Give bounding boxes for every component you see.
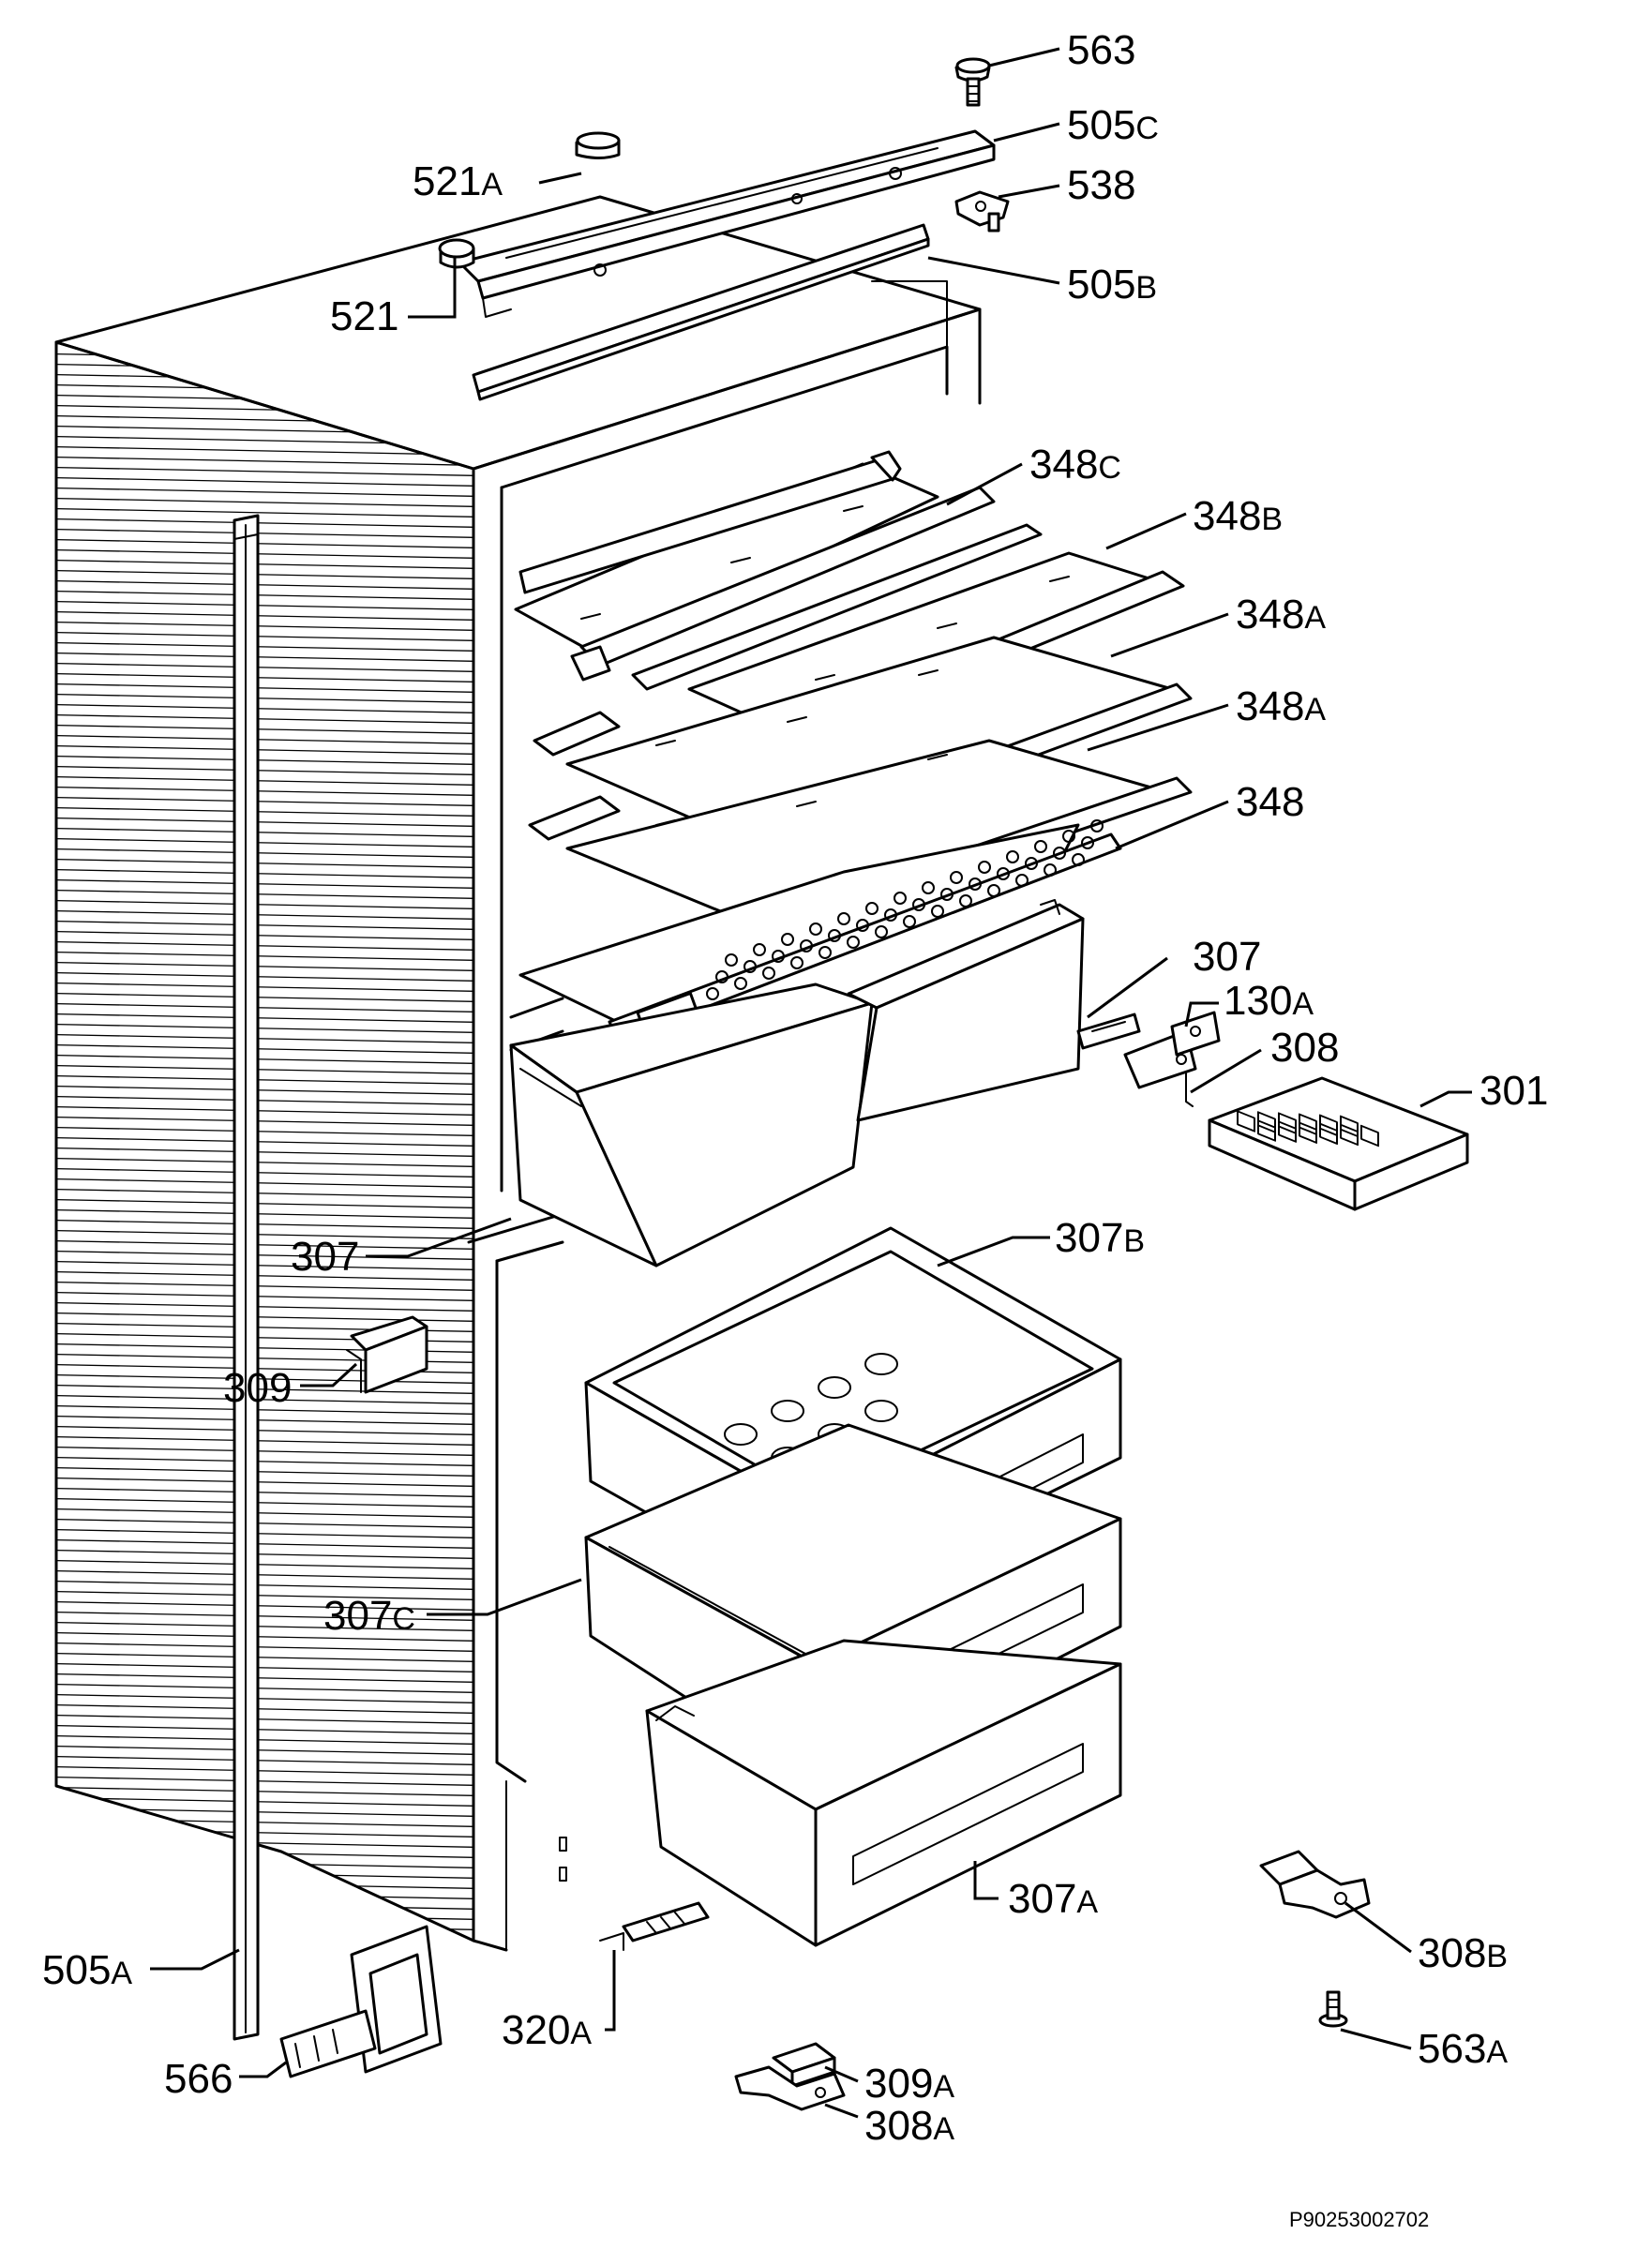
control-panel-dots — [706, 819, 1104, 1000]
part-320a-shape — [599, 1901, 710, 1951]
label-563a: 563A — [1418, 2026, 1508, 2072]
label-348c: 348C — [1029, 442, 1121, 488]
label-538: 538 — [1067, 162, 1135, 208]
part-309-shape — [346, 1315, 428, 1394]
label-566: 566 — [164, 2056, 233, 2102]
shelf-348c — [514, 450, 996, 682]
label-348: 348 — [1236, 779, 1304, 825]
label-307-right: 307 — [1193, 934, 1261, 980]
drawer-307a — [645, 1639, 1122, 1947]
label-307-left: 307 — [291, 1234, 359, 1280]
label-348b: 348B — [1193, 493, 1283, 539]
label-130a: 130A — [1224, 978, 1314, 1024]
part-309a-308a-shape — [734, 2042, 846, 2111]
label-308b: 308B — [1418, 1930, 1508, 1976]
label-505b: 505B — [1067, 262, 1157, 308]
part-538-shape — [954, 190, 1010, 232]
cabinet-side-hatching — [56, 342, 473, 1941]
part-521a-shape — [575, 131, 621, 159]
part-521-shape — [438, 238, 475, 269]
part-505a-shape — [233, 514, 260, 2041]
shelf-348 — [518, 819, 1122, 1042]
part-505b-shape — [472, 223, 948, 401]
part-563a-shape — [1318, 1990, 1348, 2028]
part-labels: 563 505C 521A 538 505B 521 348C 348B 348… — [42, 27, 1548, 2231]
label-505c: 505C — [1067, 102, 1159, 148]
part-566-shape — [279, 1925, 443, 2078]
label-308: 308 — [1270, 1025, 1339, 1071]
label-348a-upper: 348A — [1236, 592, 1326, 638]
label-320a: 320A — [502, 2007, 592, 2053]
freezer-drawers — [584, 1226, 1122, 1947]
label-307a: 307A — [1008, 1876, 1098, 1922]
label-505a: 505A — [42, 1947, 132, 1993]
label-521: 521 — [330, 293, 398, 339]
part-307-flap-shape — [1076, 1012, 1141, 1050]
part-505c-shape — [458, 129, 996, 318]
label-563: 563 — [1067, 27, 1135, 73]
label-307b: 307B — [1055, 1215, 1145, 1261]
drawing-code: P90253002702 — [1289, 2208, 1429, 2231]
leader-lines — [150, 47, 1472, 2119]
label-521a: 521A — [413, 158, 503, 204]
part-307-bins — [509, 899, 1085, 1268]
label-348a-lower: 348A — [1236, 683, 1326, 729]
label-301: 301 — [1479, 1068, 1548, 1114]
ice-tray-cells — [1237, 1110, 1379, 1148]
glass-shelves — [514, 450, 1193, 1042]
label-309: 309 — [223, 1365, 292, 1411]
label-308a: 308A — [864, 2103, 954, 2149]
label-309a: 309A — [864, 2061, 954, 2107]
part-301-shape — [1208, 1076, 1469, 1211]
part-130a-308-shape — [1123, 1011, 1221, 1107]
label-307c: 307C — [323, 1593, 415, 1639]
part-563-shape — [954, 57, 991, 107]
